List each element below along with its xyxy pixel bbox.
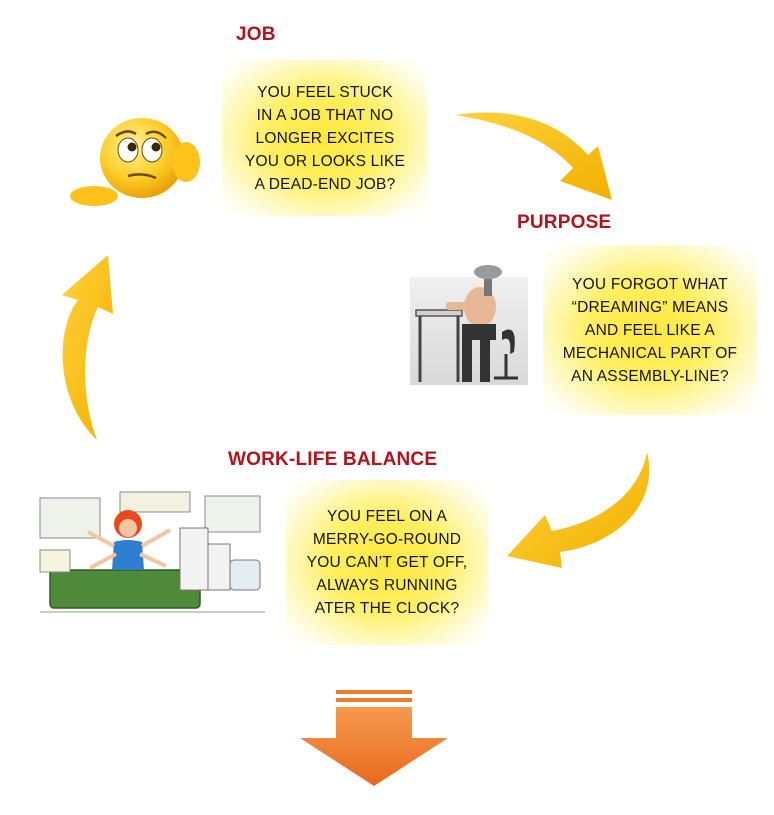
- job-text-box: YOU FEEL STUCK IN A JOB THAT NO LONGER E…: [222, 60, 428, 216]
- arrow-purpose-to-worklife: [507, 452, 650, 568]
- work-life-text-box: YOU FEEL ON A MERRY-GO-ROUND YOU CAN’T G…: [286, 480, 488, 645]
- heading-work-life-balance: WORK-LIFE BALANCE: [228, 449, 438, 470]
- heading-job: JOB: [236, 24, 276, 45]
- wind-up-office-worker-illustration: [410, 265, 528, 385]
- arrow-job-to-purpose: [455, 112, 612, 200]
- multitasking-person-illustration: [30, 488, 275, 618]
- thinking-emoji-icon: [70, 118, 200, 206]
- purpose-description: YOU FORGOT WHAT “DREAMING” MEANS AND FEE…: [562, 275, 738, 385]
- heading-purpose: PURPOSE: [517, 212, 612, 233]
- purpose-text-box: YOU FORGOT WHAT “DREAMING” MEANS AND FEE…: [543, 245, 757, 415]
- down-arrow-icon: [300, 690, 448, 786]
- arrow-worklife-to-job: [62, 255, 113, 440]
- job-description: YOU FEEL STUCK IN A JOB THAT NO LONGER E…: [244, 83, 406, 193]
- work-life-description: YOU FEEL ON A MERRY-GO-ROUND YOU CAN’T G…: [306, 508, 468, 617]
